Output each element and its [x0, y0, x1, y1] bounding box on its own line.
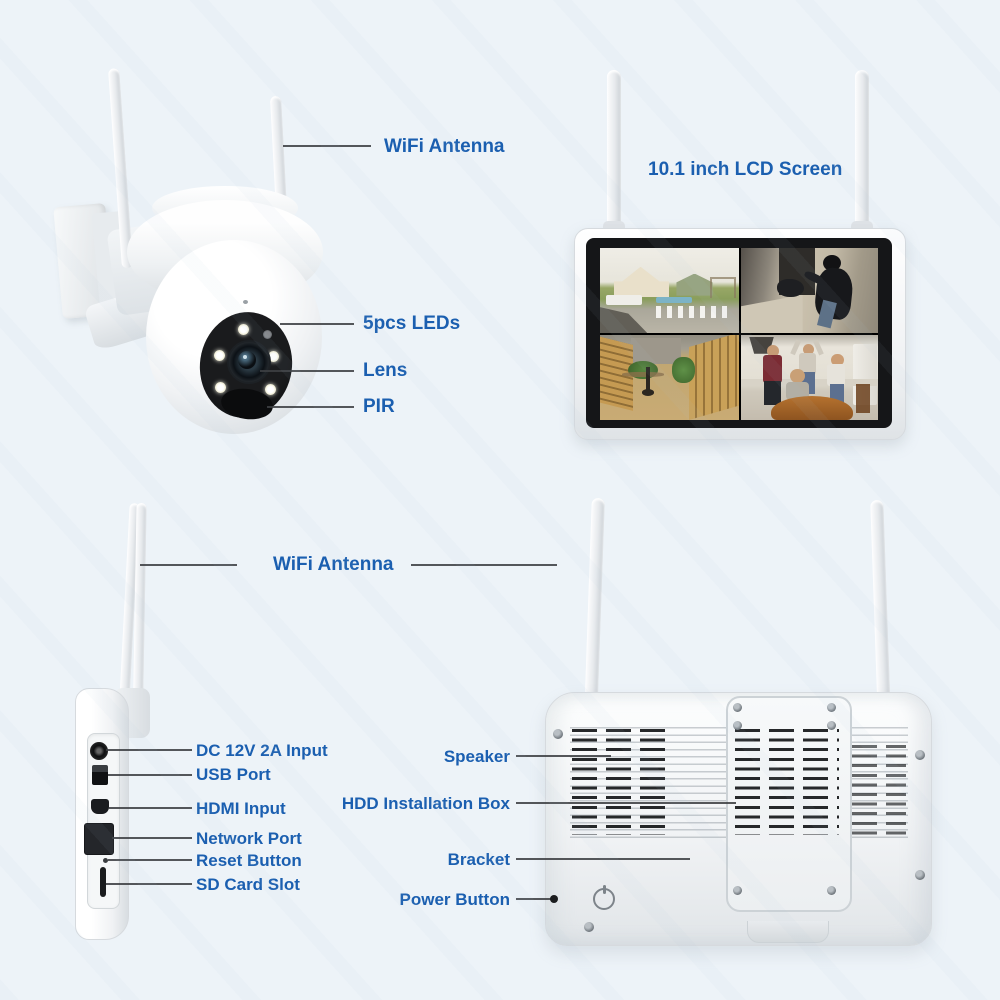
led-light-4: [215, 382, 226, 393]
screw: [915, 870, 925, 880]
camera-feed-backyard: [600, 248, 739, 333]
ethernet-port: [84, 823, 114, 855]
led-light-3: [268, 351, 279, 362]
usb-port-label: USB Port: [196, 765, 271, 784]
reset-pinhole: [103, 858, 108, 863]
monitor-antenna-right: [855, 70, 869, 232]
wifi-antenna-label-middle: WiFi Antenna: [273, 554, 394, 575]
pergola: [710, 276, 737, 298]
child-head: [790, 369, 806, 384]
screw: [827, 721, 836, 730]
border-stones: [622, 372, 664, 378]
person-legs: [764, 380, 781, 405]
pointer-line: [283, 145, 371, 147]
intruder-head: [823, 254, 841, 271]
screw: [915, 750, 925, 760]
camera-feed-intruder: [741, 248, 878, 333]
patio-shadow: [600, 307, 648, 333]
power-button-label: Power Button: [399, 890, 511, 909]
pointer-line: [516, 755, 611, 757]
camera-feed-garden: [600, 335, 739, 420]
pointer-line: [106, 883, 192, 885]
pointer-line: [267, 406, 354, 408]
speaker-label: Speaker: [443, 747, 510, 766]
hdmi-input-label: HDMI Input: [196, 799, 286, 818]
speaker-vents-left: [572, 729, 668, 835]
pir-label: PIR: [363, 396, 395, 417]
pointer-line: [411, 564, 557, 566]
pointer-line: [109, 807, 192, 809]
hdd-box-vents: [735, 729, 839, 835]
lcd-screen-label: 10.1 inch LCD Screen: [648, 159, 843, 180]
dc-jack: [90, 742, 108, 760]
mounting-bracket-tab: [747, 921, 829, 943]
pointer-dot: [550, 895, 558, 903]
speaker-vents-right: [852, 745, 906, 835]
sd-card-slot: [100, 867, 106, 897]
person-body: [827, 363, 846, 386]
back-wifi-antenna-left: [584, 497, 605, 724]
reset-button-label: Reset Button: [196, 851, 302, 870]
monitor-antenna-left: [607, 70, 621, 232]
stone-wall: [630, 338, 681, 364]
sd-card-slot-label: SD Card Slot: [196, 875, 300, 894]
house: [676, 273, 713, 296]
power-icon: [603, 885, 606, 894]
pointer-line: [516, 802, 736, 804]
screw: [584, 922, 594, 932]
feeder-pole: [645, 367, 651, 393]
side-wifi-antenna-2: [133, 502, 147, 709]
pointer-line: [516, 858, 690, 860]
steps: [741, 294, 803, 333]
dc-input-label: DC 12V 2A Input: [196, 741, 328, 760]
screw: [733, 886, 742, 895]
screw: [733, 721, 742, 730]
bag: [776, 278, 804, 298]
pointer-line: [108, 774, 192, 776]
network-port-label: Network Port: [196, 829, 302, 848]
feeder-base: [641, 389, 655, 397]
led-light-5: [265, 384, 276, 395]
screw: [733, 703, 742, 712]
mic-hole: [243, 300, 248, 304]
fence-right: [688, 335, 739, 420]
screw: [553, 729, 563, 739]
lens-glint: [243, 355, 247, 359]
person-body: [762, 355, 783, 383]
bracket-label: Bracket: [447, 850, 510, 869]
pointer-line: [260, 370, 354, 372]
screw: [827, 886, 836, 895]
person-head: [831, 353, 844, 366]
camera-lens-pupil: [238, 351, 256, 369]
leds-label: 5pcs LEDs: [363, 313, 461, 334]
chair: [856, 384, 870, 414]
usb-port: [92, 765, 108, 785]
pointer-line: [112, 837, 192, 839]
pointer-line: [108, 859, 192, 861]
hdd-installation-box-label: HDD Installation Box: [341, 794, 510, 813]
child-body: [786, 381, 810, 401]
led-light-1: [238, 324, 249, 335]
patio-sofa: [605, 294, 642, 305]
lens-label: Lens: [363, 360, 408, 381]
bush: [672, 357, 695, 383]
camera-feed-kitchen: [741, 335, 878, 420]
person-head: [802, 343, 814, 355]
pointer-line: [280, 323, 354, 325]
patio-chairs: [655, 305, 733, 318]
back-wifi-antenna-right: [870, 499, 891, 724]
hdmi-port: [91, 799, 109, 814]
person-body: [798, 352, 817, 375]
person-head: [767, 345, 780, 358]
wifi-antenna-label: WiFi Antenna: [384, 136, 505, 157]
pointer-line: [140, 564, 237, 566]
table: [771, 396, 854, 420]
pointer-line: [106, 749, 192, 751]
house: [613, 266, 670, 298]
screw: [827, 703, 836, 712]
pool: [655, 297, 692, 304]
light-sensor: [263, 330, 272, 339]
led-light-2: [214, 350, 225, 361]
pointer-line: [516, 898, 552, 900]
